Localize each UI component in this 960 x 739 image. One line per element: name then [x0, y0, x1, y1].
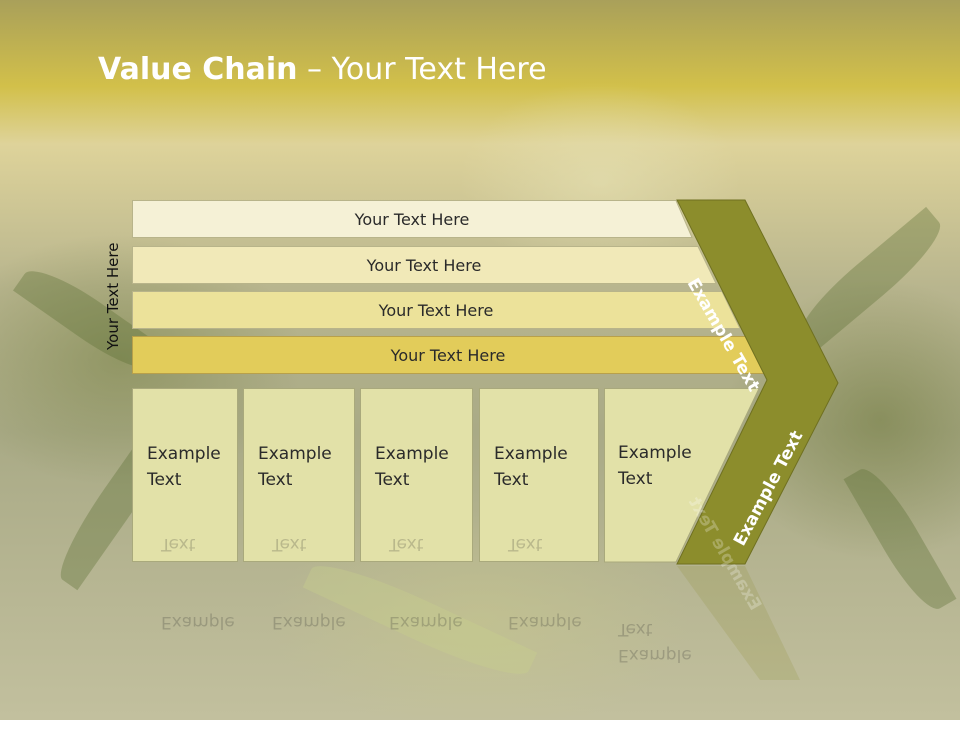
- column-2-line1: Example: [258, 444, 332, 464]
- column-5-line1: Example: [618, 443, 692, 463]
- bar-3-label: Your Text Here: [378, 300, 494, 320]
- bar-4: Your Text Here: [132, 336, 765, 374]
- bar-2: Your Text Here: [132, 246, 717, 284]
- title-rest: – Your Text Here: [297, 52, 547, 87]
- column-5-shape: [604, 388, 760, 563]
- column-5-line2: Text: [618, 469, 653, 489]
- bar-2-label: Your Text Here: [366, 255, 482, 275]
- column-2-line2: Text: [258, 470, 293, 490]
- bar-1-label: Your Text Here: [354, 209, 470, 229]
- chevron-arrow: [676, 199, 839, 680]
- slide-title: Value Chain – Your Text Here: [98, 52, 547, 87]
- column-1-line1: Example: [147, 444, 221, 464]
- bar-4-label: Your Text Here: [390, 345, 506, 365]
- column-5: Example Text Example Text: [604, 388, 764, 665]
- column-3-line2: Text: [375, 470, 410, 490]
- column-1-line2: Text: [147, 470, 182, 490]
- bar-1: Your Text Here: [132, 200, 693, 238]
- column-4-line1: Example: [494, 444, 568, 464]
- column-4-line2: Text: [494, 470, 529, 490]
- column-3-line1: Example: [375, 444, 449, 464]
- bar-3: Your Text Here: [132, 291, 741, 329]
- title-bold: Value Chain: [98, 52, 298, 87]
